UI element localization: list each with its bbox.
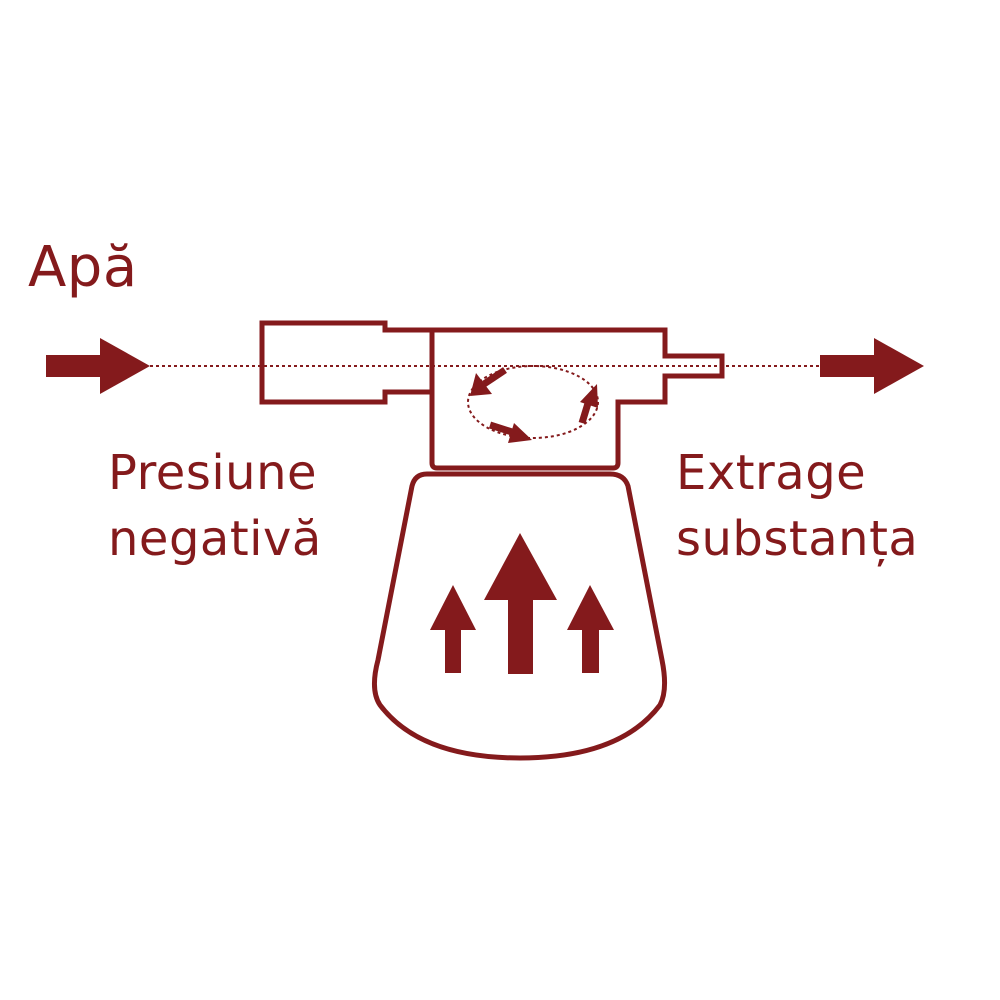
inflow-arrow-icon (46, 338, 150, 394)
negative-pressure-label: Presiune negativă (108, 440, 322, 572)
water-label: Apă (28, 235, 138, 300)
negative-pressure-line-2: negativă (108, 511, 322, 567)
outflow-arrow-icon (820, 338, 924, 394)
extract-substance-label: Extrage substanța (676, 440, 918, 572)
rising-arrow-left-icon (430, 585, 476, 673)
extract-substance-line-1: Extrage (676, 445, 867, 501)
swirl-arrow-right-icon (578, 384, 598, 425)
rising-arrow-center-icon (484, 533, 557, 674)
rising-arrow-right-icon (567, 585, 614, 673)
extract-substance-line-2: substanța (676, 511, 919, 567)
nozzle-body (259, 320, 725, 471)
swirl-arrow-top-left-icon (470, 367, 507, 396)
container-bottle (372, 471, 668, 761)
negative-pressure-line-1: Presiune (108, 445, 318, 501)
swirl-arrow-bottom-icon (488, 421, 532, 443)
swirl-path (467, 365, 599, 439)
